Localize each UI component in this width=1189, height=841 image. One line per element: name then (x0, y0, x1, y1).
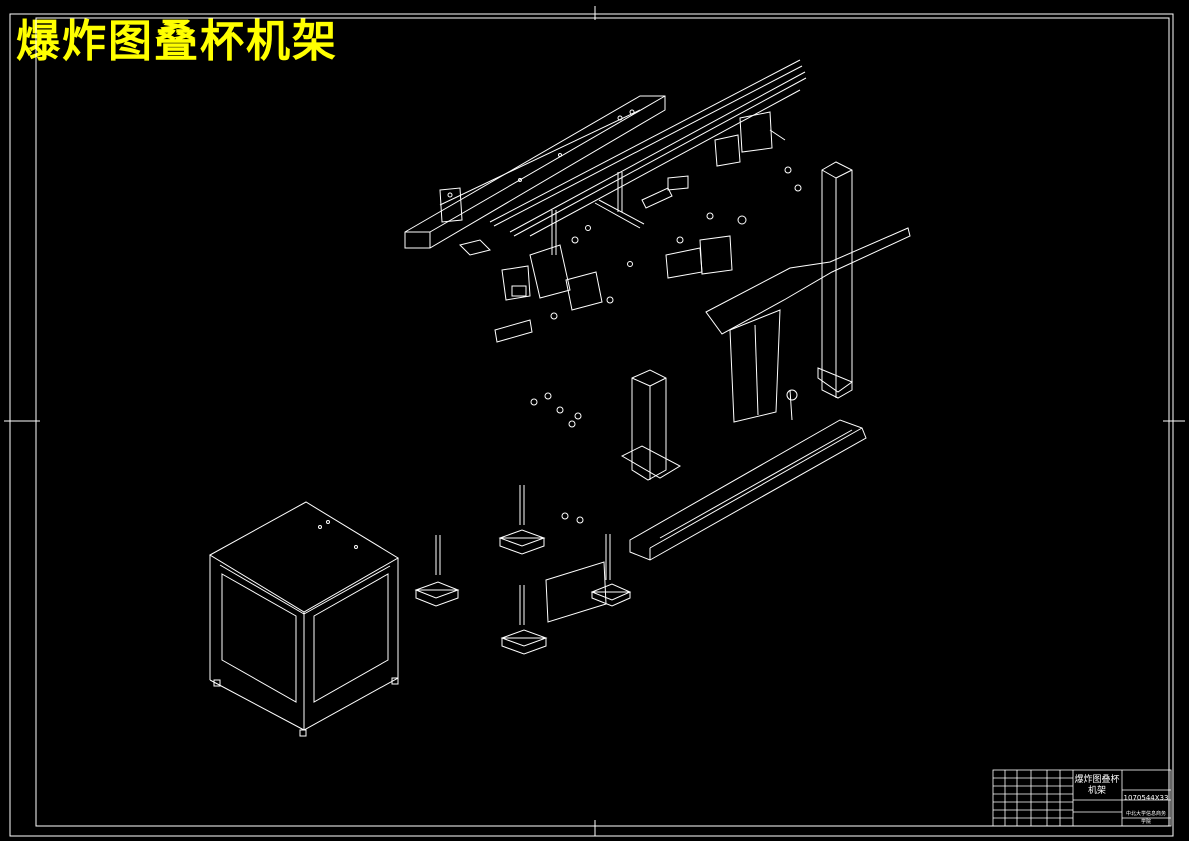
title-block-org-line1: 中北大学信息商务 (1126, 810, 1166, 817)
drawing-title: 爆炸图叠杯机架 (16, 16, 338, 67)
title-block-org-line2: 学院 (1141, 818, 1151, 825)
fasteners (530, 166, 802, 524)
sheet-border (4, 6, 1185, 837)
clamp-modules (494, 111, 786, 343)
cabinet-frame (209, 501, 399, 737)
base-rail (629, 419, 867, 561)
support-post (620, 369, 682, 481)
guide-rails (489, 59, 807, 255)
top-beam-assembly (404, 95, 666, 256)
right-upright-column (817, 161, 854, 399)
title-block-name-line2: 机架 (1088, 784, 1106, 796)
title-block-code: 1070544X33 (1124, 794, 1169, 802)
title-block-name-line1: 爆炸图叠杯 (1074, 773, 1119, 785)
title-block: 爆炸图叠杯 机架 1070544X33 中北大学信息商务 学院 (992, 769, 1172, 827)
leveling-feet (414, 485, 632, 655)
carriage-plate (705, 227, 911, 423)
